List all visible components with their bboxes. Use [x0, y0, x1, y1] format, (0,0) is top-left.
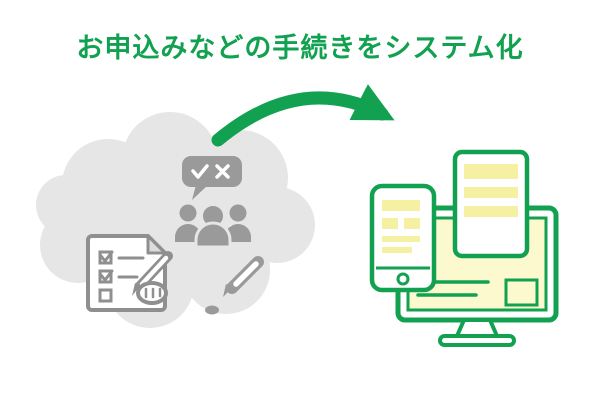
smartphone-icon [369, 183, 437, 293]
checklist-with-hand-icon [86, 234, 173, 312]
document-icon [452, 149, 530, 259]
arrow-icon [211, 84, 395, 147]
people-group-icon [175, 203, 251, 249]
pen-icon [205, 256, 264, 315]
thought-cloud [36, 112, 315, 328]
speech-bubble-check-x-icon [182, 156, 242, 200]
page-title: お申込みなどの手続きをシステム化 [76, 33, 524, 63]
